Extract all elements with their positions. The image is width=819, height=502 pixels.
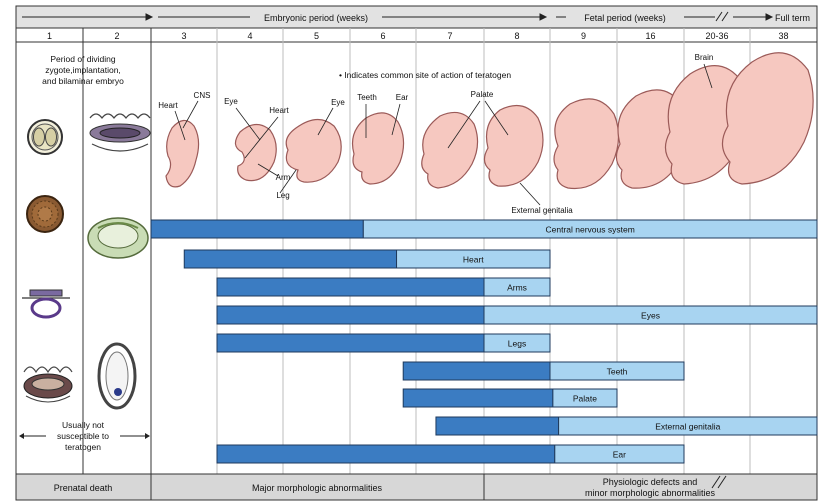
- label-external-genitalia: External genitalia: [511, 206, 573, 215]
- bar-label: Ear: [613, 450, 626, 460]
- bilaminar-disc-icon: [88, 218, 148, 258]
- highly-sensitive-bar: [403, 389, 553, 407]
- highly-sensitive-bar: [436, 417, 559, 435]
- week-label: 3: [181, 31, 186, 41]
- highly-sensitive-bar: [403, 362, 550, 380]
- highly-sensitive-bar: [151, 220, 363, 238]
- yolk-sac-embryo-icon: [99, 344, 135, 408]
- not-susceptible-line-2: susceptible to: [57, 431, 109, 441]
- label-brain: Brain: [695, 53, 714, 62]
- bar-label: Heart: [463, 255, 484, 265]
- morula-icon: [27, 196, 63, 232]
- week-label: 16: [645, 31, 655, 41]
- week-label: 20-36: [705, 31, 728, 41]
- footer-row: Prenatal death Major morphologic abnorma…: [16, 474, 817, 500]
- week-label: 8: [514, 31, 519, 41]
- week-label: 4: [247, 31, 252, 41]
- susceptibility-bar-row: Ear: [217, 445, 684, 463]
- period-note-line-2: zygote,implantation,: [45, 65, 121, 75]
- label-leg: Leg: [276, 191, 289, 200]
- major-abnormalities-label: Major morphologic abnormalities: [252, 483, 383, 493]
- two-cell-zygote-icon: [28, 120, 62, 154]
- susceptibility-bar-row: Legs: [217, 334, 550, 352]
- physiologic-defects-label-2: minor morphologic abnormalities: [585, 488, 716, 498]
- label-eye-week4: Eye: [224, 97, 238, 106]
- bar-label: External genitalia: [655, 422, 720, 432]
- physiologic-defects-label-1: Physiologic defects and: [603, 477, 698, 487]
- label-heart-week4: Heart: [269, 106, 289, 115]
- teratogen-site-legend: • Indicates common site of action of ter…: [339, 70, 511, 80]
- susceptibility-bar-row: Teeth: [403, 362, 684, 380]
- label-teeth: Teeth: [357, 93, 377, 102]
- susceptibility-bar-row: Heart: [184, 250, 550, 268]
- highly-sensitive-bar: [217, 278, 484, 296]
- week-label: 2: [114, 31, 119, 41]
- bar-label: Central nervous system: [546, 225, 635, 235]
- bar-label: Eyes: [641, 311, 660, 321]
- bar-label: Legs: [508, 339, 526, 349]
- week-label: 1: [47, 31, 52, 41]
- period-of-dividing-zygote-note: Period of dividing zygote,implantation, …: [42, 54, 124, 86]
- prenatal-death-label: Prenatal death: [54, 483, 113, 493]
- bar-label: Palate: [573, 394, 597, 404]
- label-palate: Palate: [471, 90, 494, 99]
- highly-sensitive-bar: [217, 334, 484, 352]
- bar-label: Arms: [507, 283, 527, 293]
- week-label: 9: [581, 31, 586, 41]
- susceptibility-bar-row: Palate: [403, 389, 617, 407]
- period-note-line-1: Period of dividing: [50, 54, 115, 64]
- susceptibility-bar-row: External genitalia: [436, 417, 817, 435]
- highly-sensitive-bar: [184, 250, 396, 268]
- bar-label: Teeth: [607, 367, 628, 377]
- highly-sensitive-bar: [217, 306, 484, 324]
- fetal-period-label: Fetal period (weeks): [584, 13, 666, 23]
- highly-sensitive-bar: [217, 445, 555, 463]
- susceptibility-bar-row: Eyes: [217, 306, 817, 324]
- week-label: 38: [778, 31, 788, 41]
- week-label: 7: [447, 31, 452, 41]
- not-susceptible-line-3: teratogen: [65, 442, 101, 452]
- period-note-line-3: and bilaminar embryo: [42, 76, 124, 86]
- susceptibility-bar-row: Central nervous system: [151, 220, 817, 238]
- week-label: 5: [314, 31, 319, 41]
- label-ear: Ear: [396, 93, 409, 102]
- label-cns: CNS: [194, 91, 211, 100]
- label-eye-week5: Eye: [331, 98, 345, 107]
- label-heart-week3: Heart: [158, 101, 178, 110]
- embryonic-period-label: Embryonic period (weeks): [264, 13, 368, 23]
- full-term-label: Full term: [775, 13, 810, 23]
- susceptibility-bar-row: Arms: [217, 278, 550, 296]
- week-label: 6: [380, 31, 385, 41]
- not-susceptible-line-1: Usually not: [62, 420, 105, 430]
